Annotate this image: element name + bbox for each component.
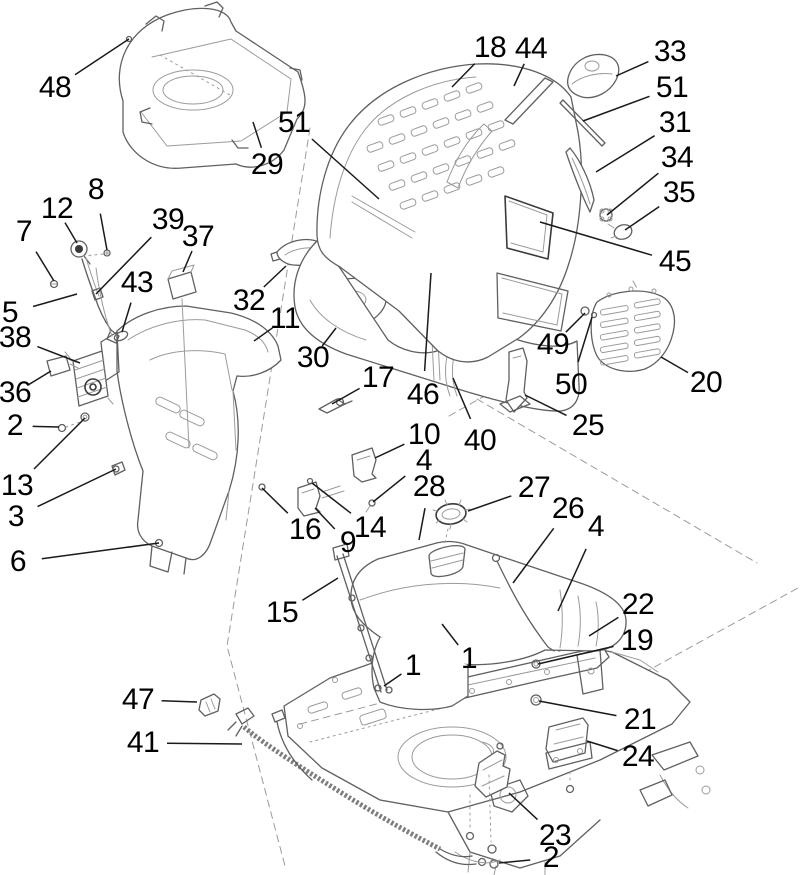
grille-slots	[599, 298, 661, 366]
hinge-bracket-10	[351, 447, 377, 513]
wire-connector	[46, 355, 79, 377]
hood	[316, 63, 583, 363]
side-trim-31	[565, 147, 595, 213]
retainer-clip-34	[599, 208, 613, 222]
support-bracket-24	[545, 717, 593, 794]
tank-strap-15	[332, 543, 393, 694]
relay-module	[167, 264, 197, 449]
fuel-tank	[350, 528, 627, 711]
hood-latch-17	[318, 397, 353, 414]
cable-clip	[113, 330, 129, 342]
leader-lines	[29, 38, 689, 864]
screw-7	[49, 279, 59, 289]
console-tower	[57, 305, 282, 575]
grille-screws	[580, 306, 598, 319]
choke-cable	[81, 257, 120, 344]
hinge-cap-33	[566, 53, 620, 99]
grille	[590, 286, 676, 372]
screw-8	[82, 249, 111, 257]
tank-support-rod-26	[491, 553, 555, 652]
fuel-cap	[432, 499, 471, 530]
hood-vents	[366, 82, 516, 210]
belt-cover	[118, 1, 306, 169]
hood-pivot-bracket-25	[499, 347, 531, 413]
fuse	[198, 693, 221, 717]
trim-strip-44	[504, 77, 554, 125]
engine-mount-bracket	[465, 742, 511, 869]
trim-strip-51	[559, 99, 606, 147]
hinge-bracket-9	[297, 477, 345, 517]
voltage-regulator	[64, 350, 114, 407]
bulb-35	[607, 223, 633, 240]
wiring-harness	[227, 707, 501, 866]
